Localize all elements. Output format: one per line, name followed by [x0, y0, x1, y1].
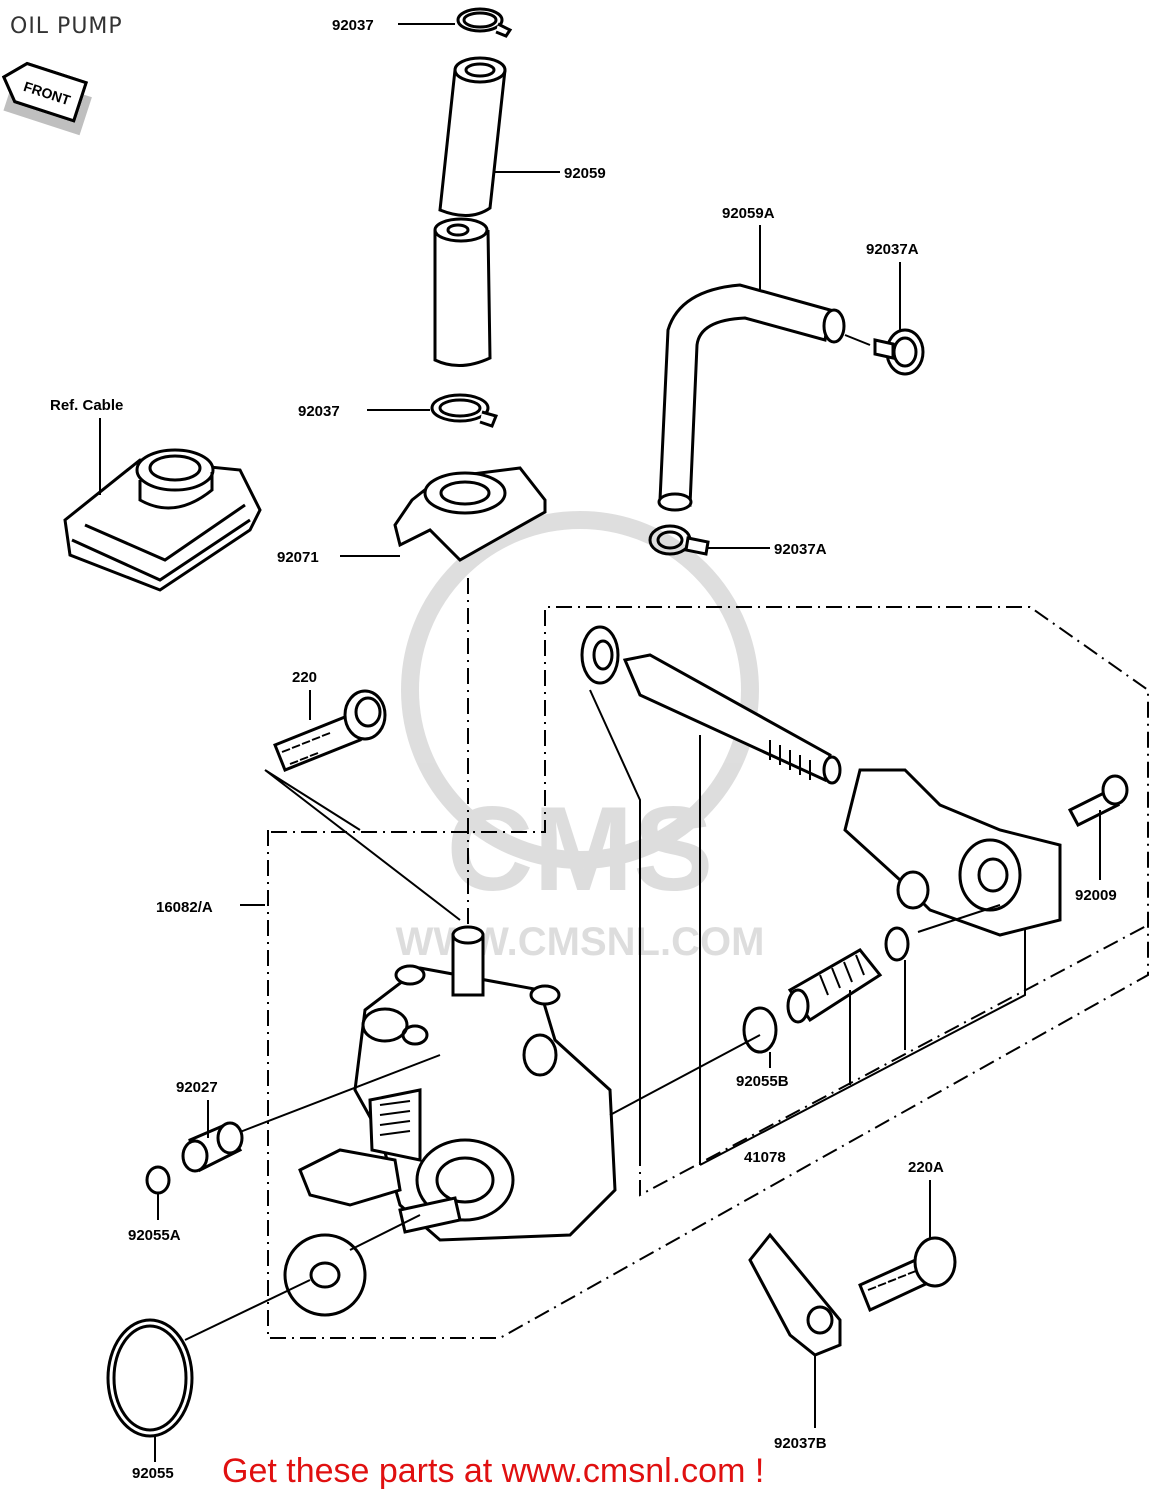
o-ring-small — [884, 926, 910, 962]
callout-92037A-top: 92037A — [866, 241, 919, 258]
callout-92055A: 92055A — [128, 1227, 181, 1244]
callout-92059: 92059 — [564, 165, 606, 182]
clamp-92037A-bottom — [648, 524, 710, 556]
callout-92059A: 92059A — [722, 205, 775, 222]
cable-boot — [63, 448, 262, 592]
callout-92037B: 92037B — [774, 1435, 827, 1452]
plunger-spring — [786, 948, 883, 1024]
collar-92027 — [181, 1121, 244, 1173]
assembly-outline-16082A — [267, 606, 1149, 1339]
callout-92009: 92009 — [1075, 887, 1117, 904]
bracket-92037B — [748, 1232, 842, 1357]
hose-92059-upper — [438, 56, 507, 217]
clamp-92037A-top — [873, 328, 925, 376]
callout-16082A: 16082/A — [156, 899, 213, 916]
pump-cover-housing — [843, 768, 1062, 937]
callout-92055B: 92055B — [736, 1073, 789, 1090]
o-ring-92055 — [106, 1318, 194, 1438]
o-ring-92055A — [145, 1165, 171, 1195]
oil-seal — [283, 1233, 367, 1317]
callout-92027: 92027 — [176, 1079, 218, 1096]
callout-220A: 220A — [908, 1159, 944, 1176]
callout-92055: 92055 — [132, 1465, 174, 1482]
bolt-220A — [858, 1236, 957, 1313]
watermark-brand: CMS — [447, 782, 714, 916]
callout-92037-top: 92037 — [332, 17, 374, 34]
hose-92059-lower — [433, 217, 492, 367]
callout-ref-cable: Ref. Cable — [50, 397, 123, 414]
assembly-outline-41078 — [639, 924, 1149, 1197]
watermark-url: WWW.CMSNL.COM — [396, 920, 765, 964]
callout-41078: 41078 — [744, 1149, 786, 1166]
o-ring-92055B — [742, 1006, 778, 1054]
front-arrow-badge: FRONT — [1, 61, 92, 136]
clamp-92037-middle — [430, 393, 499, 428]
page-title: OIL PUMP — [10, 14, 123, 39]
bolt-220 — [273, 689, 387, 772]
screw-92009 — [1067, 774, 1129, 827]
oil-pump-body — [298, 925, 617, 1242]
callout-220: 220 — [292, 669, 317, 686]
cover-92071 — [393, 466, 547, 562]
clamp-92037-top — [456, 7, 513, 38]
cmsnl-promo-link[interactable]: Get these parts at www.cmsnl.com ! — [222, 1452, 765, 1490]
callout-92037-middle: 92037 — [298, 403, 340, 420]
hose-92059A — [657, 283, 846, 512]
callout-92037A-bottom: 92037A — [774, 541, 827, 558]
cmsnl-watermark: CMS WWW.CMSNL.COM — [396, 511, 765, 964]
callout-92071: 92071 — [277, 549, 319, 566]
drive-shaft-41078 — [580, 625, 842, 785]
